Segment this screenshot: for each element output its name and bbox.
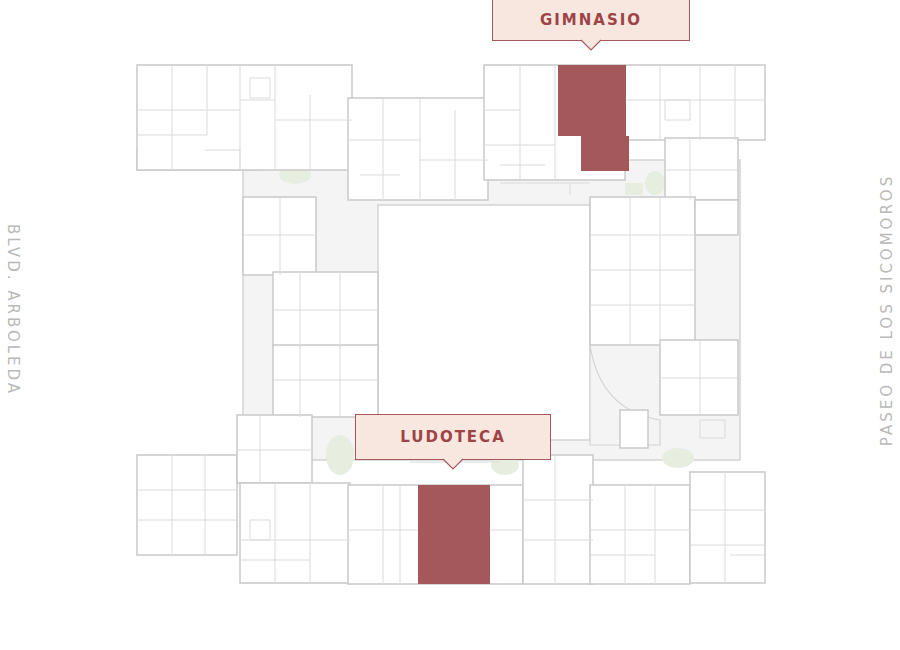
callout-pointer (442, 458, 464, 470)
callout-box: LUDOTECA (355, 414, 551, 460)
gym-area (558, 65, 629, 171)
callout-label: GIMNASIO (540, 11, 642, 29)
callout-label: LUDOTECA (400, 428, 506, 446)
street-name: PASEO DE LOS SICOMOROS (878, 174, 896, 446)
street-name: BLVD. ARBOLEDA (4, 224, 22, 396)
callout-box: GIMNASIO (492, 0, 690, 41)
playroom-area (418, 485, 490, 584)
callout-pointer (580, 39, 602, 51)
